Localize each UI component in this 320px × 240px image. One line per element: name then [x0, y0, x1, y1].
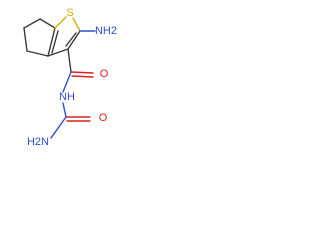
- carbonyl-oxygen-label-top: O: [100, 68, 109, 80]
- bond-c5-c6: [39, 18, 56, 29]
- bond-c4-c3: [23, 27, 28, 52]
- amino-group-label-top: NH2: [95, 25, 117, 37]
- amino-group-label-bottom: H2N: [27, 136, 49, 148]
- chemical-structure: S NH2 O NH O H2N: [23, 7, 117, 148]
- bond-carbonyl-o-2: [71, 75, 94, 78]
- bond-c3-carbonyl: [67, 48, 72, 73]
- bond-c2-c3-double: [65, 32, 77, 47]
- sulfur-atom-label: S: [66, 7, 73, 19]
- bond-c3-c3a: [47, 48, 69, 57]
- carbonyl-oxygen-label-bottom: O: [99, 112, 108, 124]
- bond-c2-c3: [67, 30, 81, 50]
- amide-nitrogen-label: NH: [59, 91, 75, 103]
- bond-c3-c3a: [26, 50, 49, 57]
- bond-c6a-c3a-double: [51, 30, 59, 54]
- bond-nh-urea-c: [62, 102, 67, 118]
- bond-c4-c5: [23, 18, 41, 29]
- bond-urea-c-nh2: [50, 116, 67, 139]
- bond-carbonyl-nh: [62, 71, 72, 93]
- bond-c6a-c3a: [47, 27, 56, 57]
- bond-c6a-s: [54, 16, 67, 29]
- bond-carbonyl-o-1: [70, 71, 94, 74]
- bond-s-c2: [72, 17, 81, 32]
